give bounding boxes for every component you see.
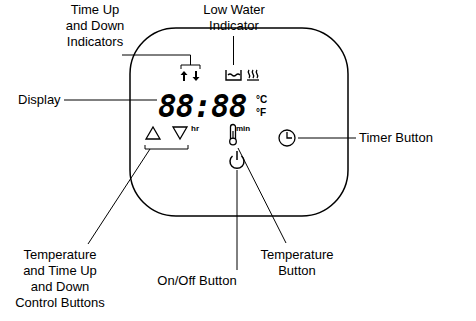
power-icon <box>230 151 244 168</box>
panel-outline <box>130 28 348 216</box>
callout-label: Temperature Button <box>256 247 338 279</box>
unit-label: °C <box>256 94 267 106</box>
unit-label: min <box>236 124 250 134</box>
callout-label: On/Off Button <box>157 273 236 289</box>
callout-label: Low Water Indicator <box>193 2 275 34</box>
down-button <box>173 127 187 139</box>
leader-lines <box>64 36 356 270</box>
heater-icon <box>247 70 259 80</box>
callout-label: Display <box>18 92 61 108</box>
callout-label: Timer Button <box>359 130 433 146</box>
time-indicator-arrows <box>181 71 200 81</box>
callout-label: Temperature and Time Up and Down Control… <box>12 247 108 311</box>
unit-label: hr <box>191 124 199 134</box>
thermometer-icon <box>230 125 237 145</box>
unit-label: °F <box>256 107 266 119</box>
up-button <box>146 127 160 139</box>
display-digits: 88:88 <box>158 88 246 124</box>
low-water-icon <box>226 70 241 80</box>
callout-label: Time Up and Down Indicators <box>62 2 128 50</box>
timer-icon <box>279 130 295 146</box>
